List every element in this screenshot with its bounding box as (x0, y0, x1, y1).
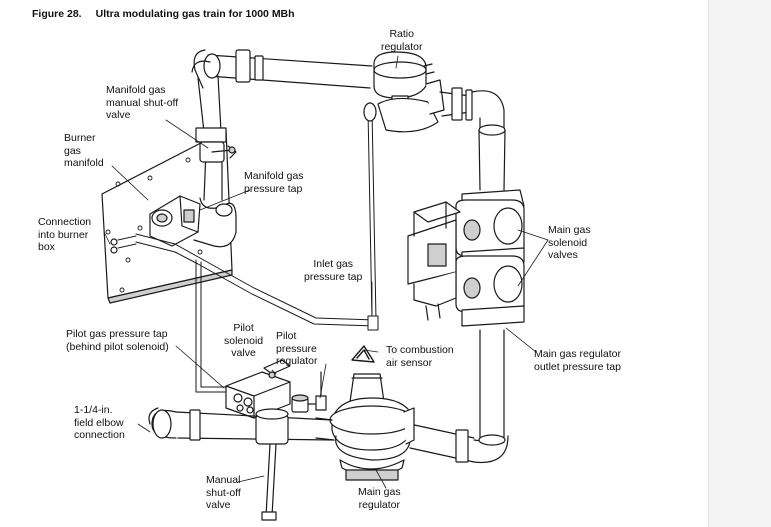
label-manual-shutoff-valve: Manual shut-off valve (206, 474, 241, 511)
page-margin (708, 0, 771, 527)
bottom-pipe (409, 423, 509, 464)
label-manifold-shutoff-valve: Manifold gas manual shut-off valve (106, 84, 179, 121)
label-main-gas-regulator: Main gas regulator (358, 486, 401, 511)
label-burner-gas-manifold: Burner gas manifold (64, 132, 104, 169)
figure-caption: Ultra modulating gas train for 1000 MBh (95, 8, 295, 20)
air-sensor-tube (351, 345, 375, 363)
pilot-solenoid-valve (225, 359, 291, 419)
impulse-tube (367, 109, 379, 331)
label-pilot-pressure-tap: Pilot gas pressure tap (behind pilot sol… (66, 328, 169, 353)
pilot-pressure-regulator (291, 371, 327, 413)
label-regulator-outlet-tap: Main gas regulator outlet pressure tap (534, 348, 621, 373)
figure-title: Figure 28. Ultra modulating gas train for… (32, 8, 309, 20)
ratio-regulator (363, 51, 445, 133)
manifold-pipe (191, 60, 237, 248)
label-pilot-solenoid-valve: Pilot solenoid valve (224, 322, 264, 359)
leader-lines (103, 55, 549, 489)
manifold-connection-block (149, 195, 201, 247)
top-pipe (193, 49, 373, 89)
label-inlet-pressure-tap: Inlet gas pressure tap (304, 258, 363, 283)
label-connection-burner-box: Connection into burner box (38, 216, 92, 253)
label-main-solenoid-valves: Main gas solenoid valves (548, 224, 591, 261)
label-combustion-air-sensor: To combustion air sensor (386, 344, 454, 369)
right-pipe (439, 87, 506, 441)
pilot-tubing (135, 233, 377, 393)
figure-number: Figure 28. (32, 8, 82, 20)
main-gas-regulator (315, 373, 415, 481)
label-pilot-pressure-regulator: Pilot pressure regulator (276, 330, 318, 367)
manifold-shutoff-valve (199, 141, 237, 163)
label-field-elbow: 1-1/4-in. field elbow connection (74, 404, 125, 441)
manual-shutoff-valve (255, 408, 289, 521)
main-solenoid-valves (407, 189, 525, 327)
label-ratio-regulator: Ratio regulator (381, 28, 423, 53)
inlet-pipe (148, 407, 335, 441)
label-manifold-pressure-tap: Manifold gas pressure tap (244, 170, 304, 195)
